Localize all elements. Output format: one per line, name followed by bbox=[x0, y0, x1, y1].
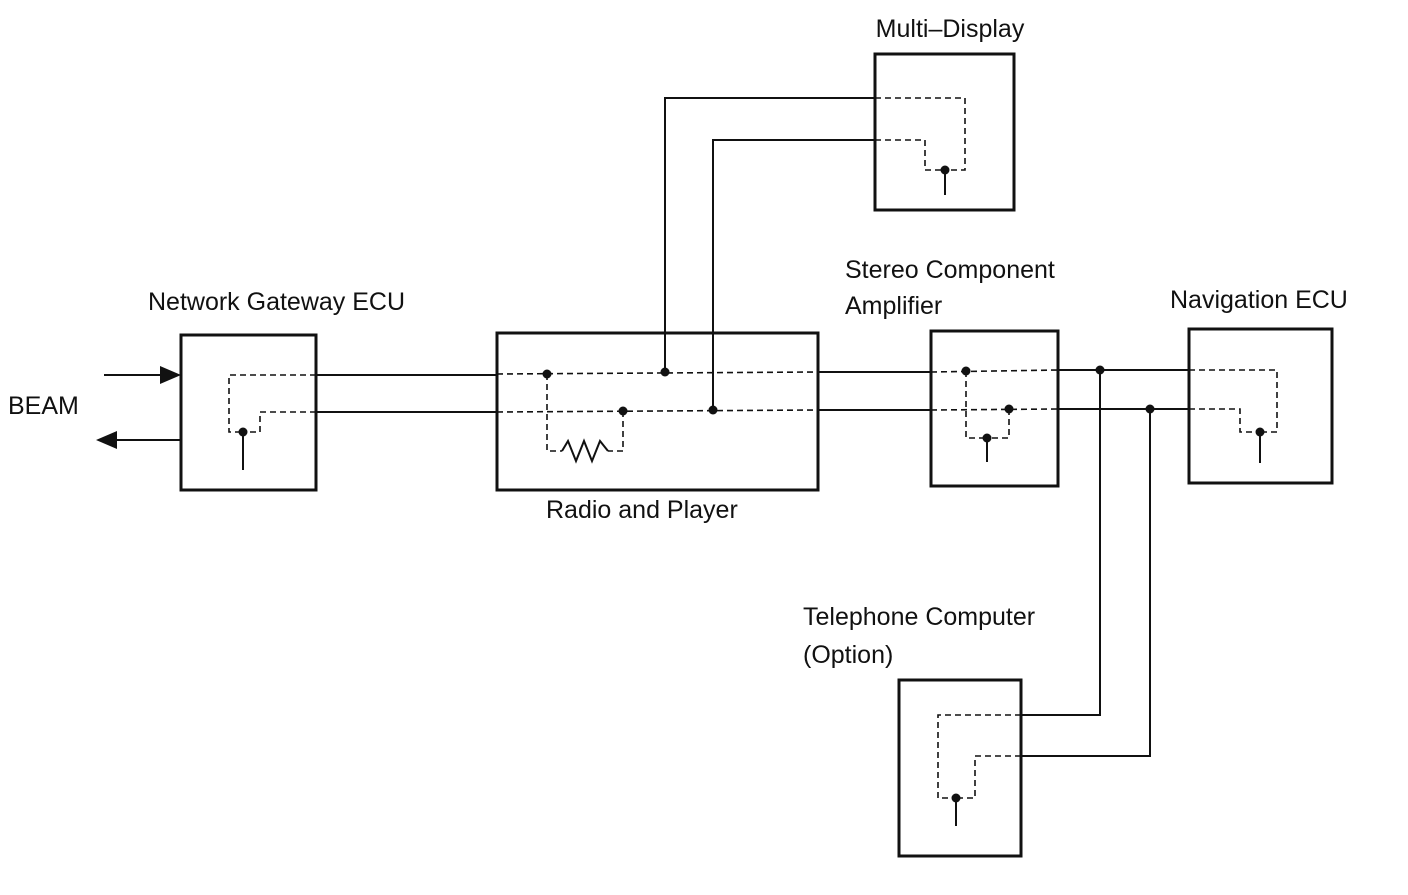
radio-internal-circuit bbox=[496, 367, 819, 464]
telephone-box bbox=[897, 678, 1023, 858]
stereo-amplifier-box bbox=[929, 329, 1060, 488]
navigation-label: Navigation ECU bbox=[1170, 286, 1348, 314]
telephone-label-line1: Telephone Computer bbox=[803, 603, 1035, 631]
arrow-left-icon bbox=[96, 431, 181, 449]
resistor-icon bbox=[561, 438, 609, 464]
navigation-internal-circuit bbox=[1189, 369, 1278, 463]
telephone-internal-circuit bbox=[937, 714, 1021, 826]
telephone-wires bbox=[1021, 370, 1151, 757]
arrow-right-icon bbox=[104, 366, 181, 384]
junction-dot-icon bbox=[1145, 404, 1155, 414]
navigation-box bbox=[1187, 327, 1334, 485]
telephone-label-line2: (Option) bbox=[803, 641, 893, 669]
multi-display-label: Multi–Display bbox=[876, 15, 1025, 43]
gateway-internal-circuit bbox=[228, 374, 316, 470]
multi-display-wires bbox=[664, 97, 875, 410]
junction-dot-icon bbox=[238, 427, 248, 437]
stereo-internal-circuit bbox=[930, 366, 1059, 462]
stereo-label-line1: Stereo Component bbox=[845, 256, 1055, 284]
multi-display-internal-circuit bbox=[875, 97, 966, 195]
radio-player-label: Radio and Player bbox=[546, 496, 738, 524]
network-gateway-label: Network Gateway ECU bbox=[148, 288, 405, 316]
junction-dot-icon bbox=[1095, 365, 1105, 375]
beam-label: BEAM bbox=[8, 392, 79, 420]
stereo-label-line2: Amplifier bbox=[845, 292, 942, 320]
multi-display-box bbox=[873, 52, 1016, 212]
main-bus-wires bbox=[316, 369, 1189, 413]
